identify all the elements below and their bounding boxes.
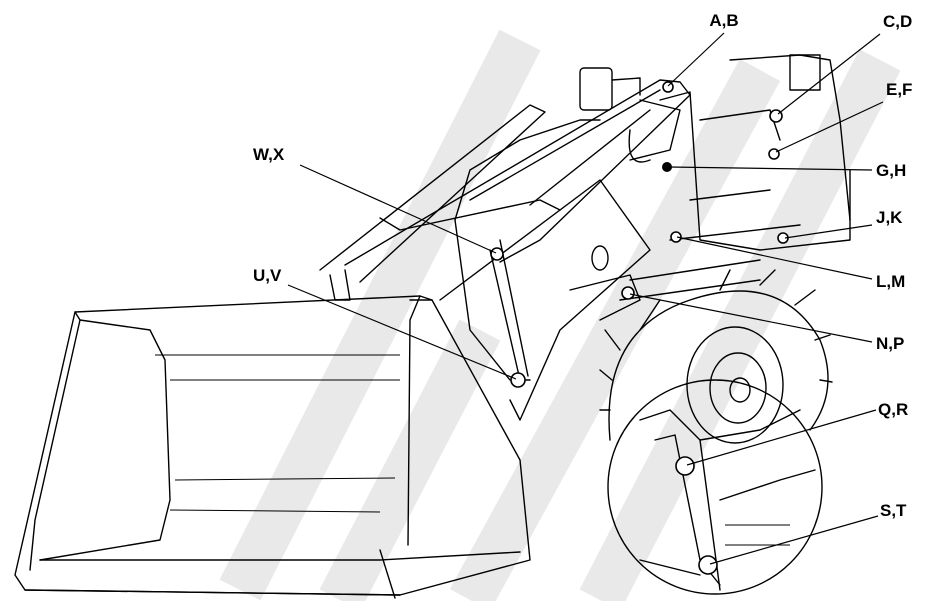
pin-qr bbox=[675, 456, 695, 476]
callout-ef: E,F bbox=[886, 80, 912, 99]
pin-gh bbox=[662, 162, 672, 172]
pin-np bbox=[621, 286, 635, 300]
callout-labels: A,B C,D E,F G,H J,K L,M N,P Q,R S,T W,X … bbox=[253, 11, 912, 520]
callout-qr: Q,R bbox=[878, 400, 908, 419]
callout-lm: L,M bbox=[876, 272, 905, 291]
callout-ab: A,B bbox=[709, 11, 738, 30]
pin-wx bbox=[490, 247, 504, 261]
callout-uv: U,V bbox=[253, 266, 282, 285]
callout-np: N,P bbox=[876, 334, 904, 353]
pin-markers bbox=[490, 81, 789, 575]
pin-uv bbox=[510, 372, 526, 388]
callout-cd: C,D bbox=[883, 12, 912, 31]
callout-gh: G,H bbox=[876, 161, 906, 180]
callout-st: S,T bbox=[880, 501, 907, 520]
watermark bbox=[219, 29, 901, 601]
tractor-body bbox=[454, 54, 851, 444]
pin-st bbox=[698, 555, 718, 575]
pin-ef bbox=[768, 148, 780, 160]
callout-jk: J,K bbox=[876, 208, 903, 227]
loader-bucket bbox=[14, 295, 531, 599]
pin-ab bbox=[662, 81, 674, 93]
callout-wx: W,X bbox=[253, 145, 285, 164]
leader-lines bbox=[287, 32, 884, 565]
pin-lm bbox=[670, 231, 682, 243]
